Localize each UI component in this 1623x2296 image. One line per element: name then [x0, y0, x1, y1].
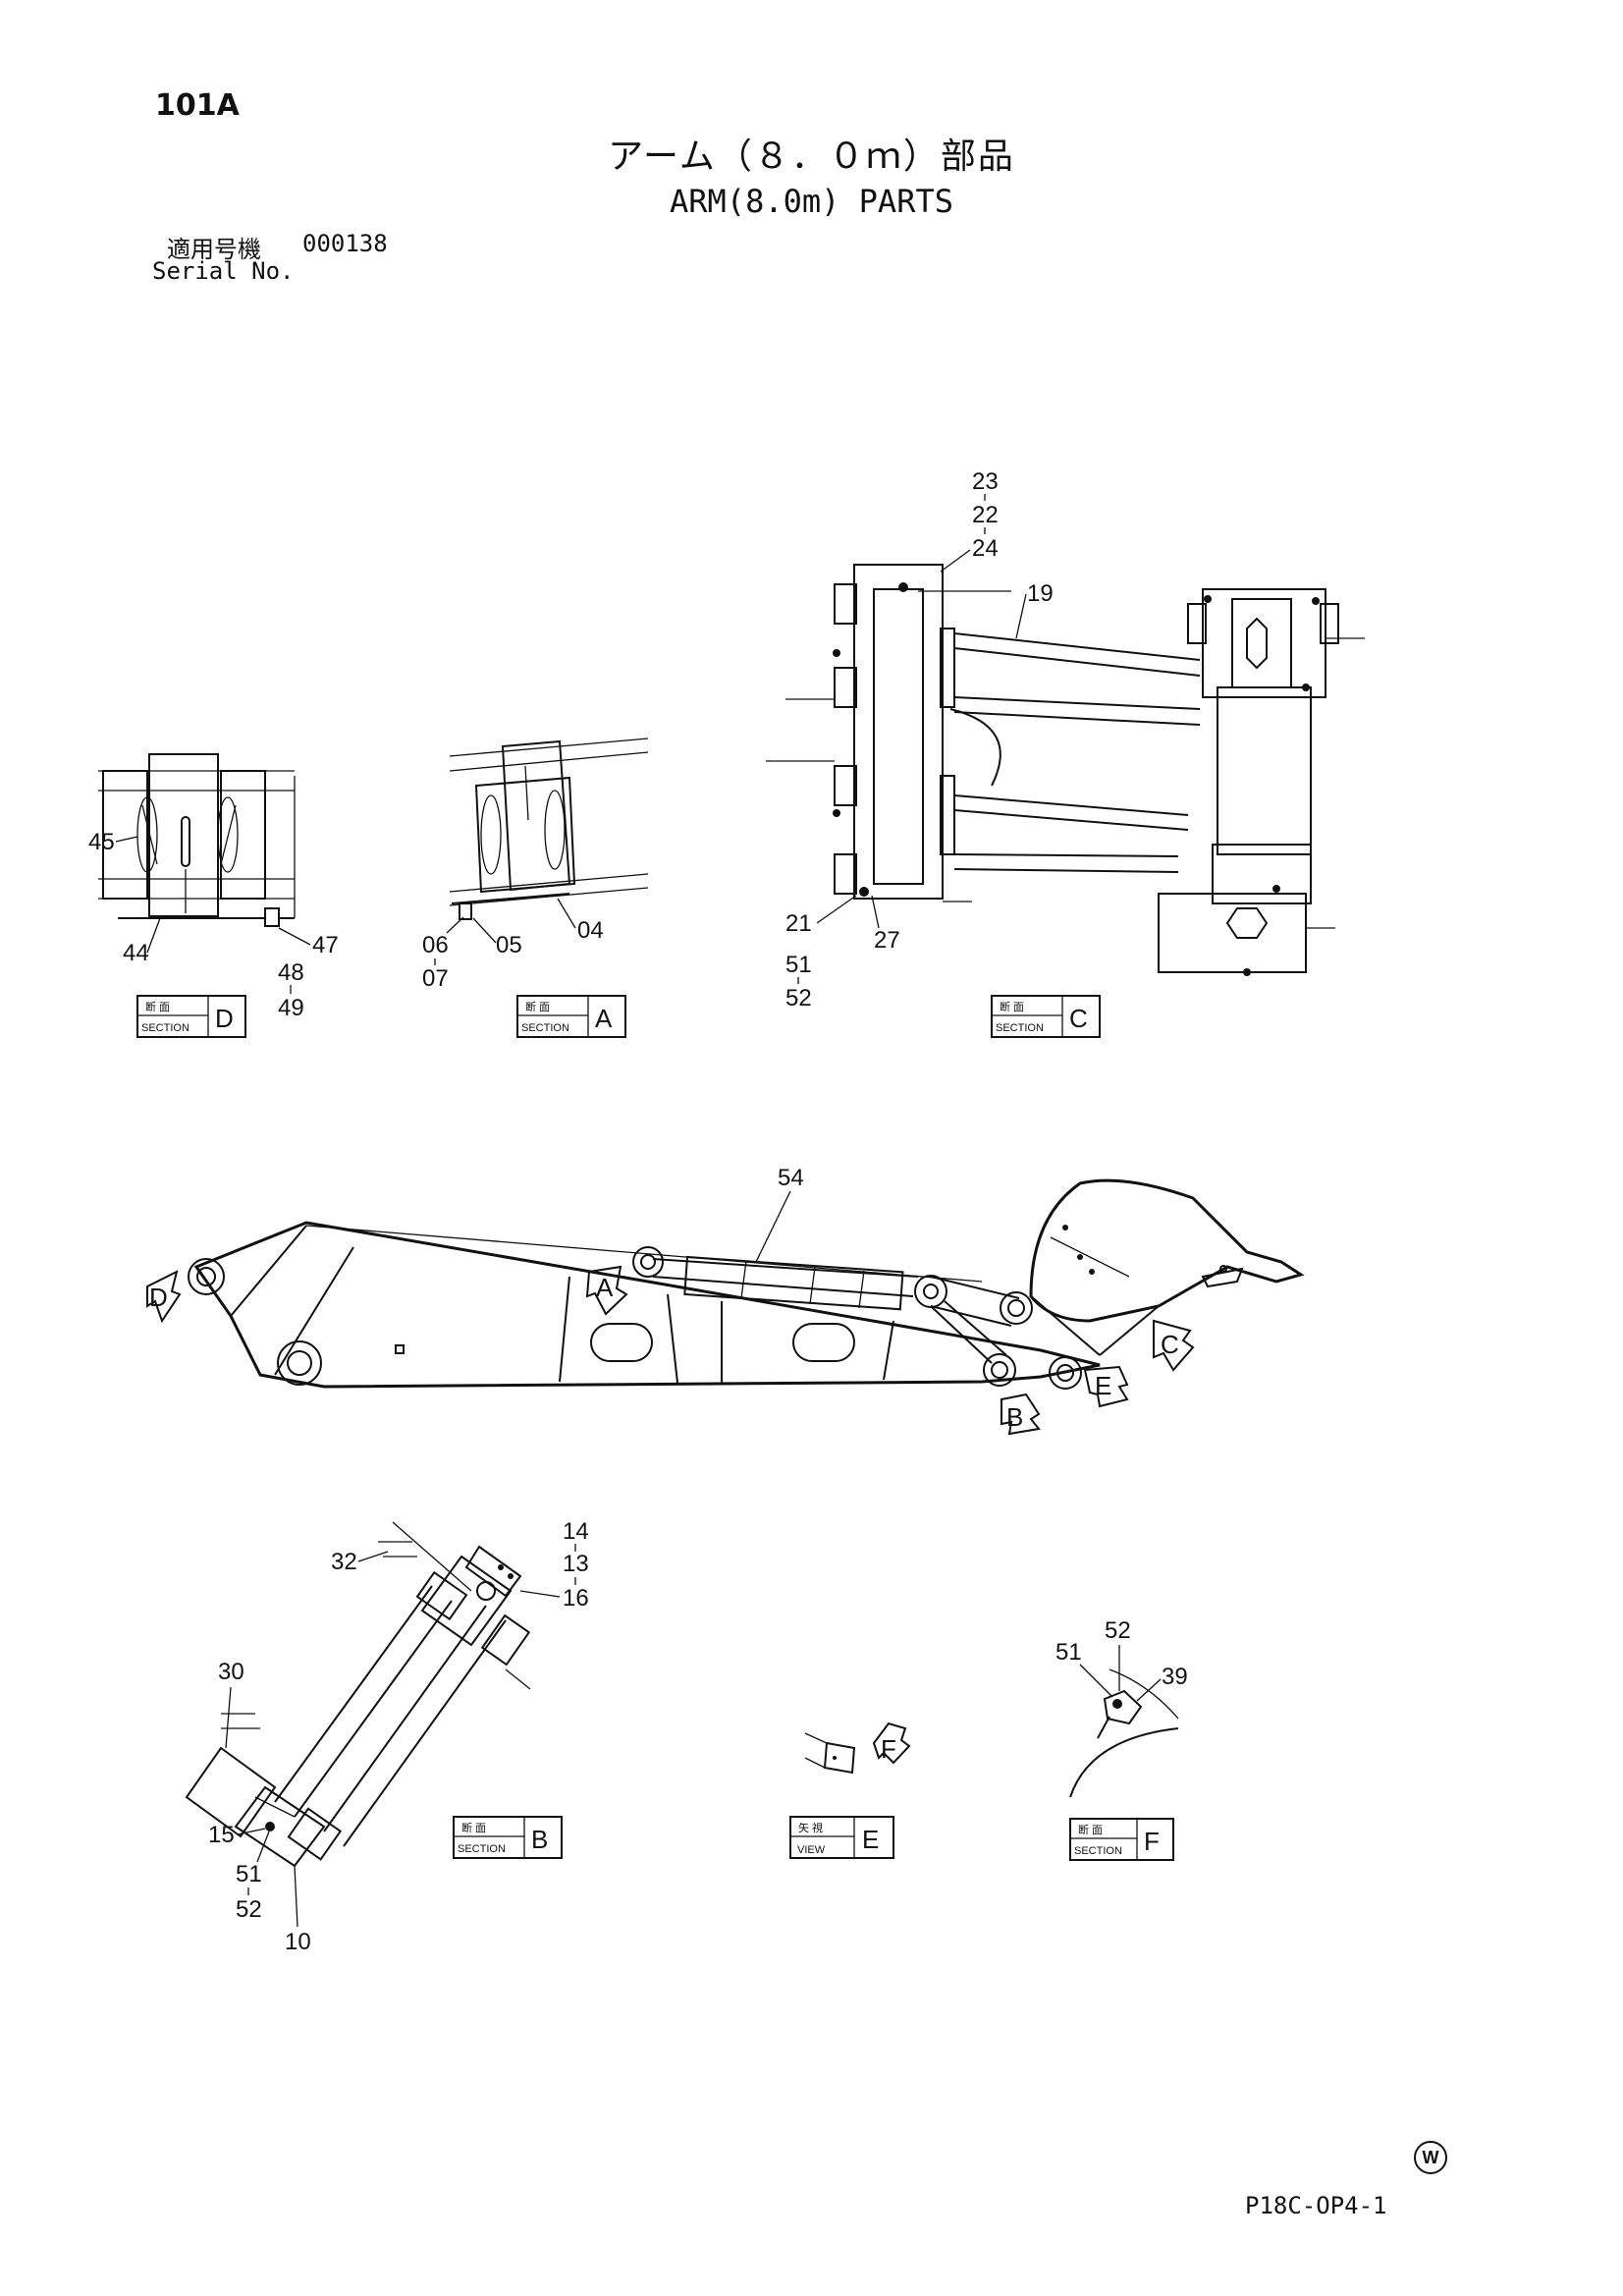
svg-text:断 面: 断 面	[1000, 1000, 1024, 1013]
section-b-callouts: 32 14 13 16 30 15 51 52 10	[208, 1518, 589, 1955]
callout-16: 16	[563, 1585, 589, 1612]
svg-text:SECTION: SECTION	[458, 1843, 506, 1855]
callout-06: 06	[422, 932, 449, 958]
callout-10: 10	[285, 1929, 311, 1955]
callout-24: 24	[972, 535, 999, 562]
view-e-tag: 矢 視 VIEW E	[789, 1816, 894, 1859]
main-view-callout: 54	[755, 1165, 804, 1263]
callout-51: 51	[236, 1861, 262, 1887]
page-footer-code: P18C-OP4-1	[1245, 2192, 1387, 2219]
arrow-b-letter: B	[1006, 1402, 1023, 1432]
callout-22: 22	[972, 502, 999, 528]
section-f-letter: F	[1144, 1827, 1160, 1856]
callout-13: 13	[563, 1551, 589, 1577]
svg-text:断 面: 断 面	[461, 1821, 486, 1834]
section-a-drawing	[449, 738, 649, 920]
svg-text:断 面: 断 面	[145, 1000, 170, 1013]
section-b-letter: B	[531, 1825, 548, 1854]
callout-39: 39	[1162, 1664, 1188, 1690]
svg-text:VIEW: VIEW	[797, 1844, 826, 1856]
section-d-tag: 断 面 SECTION D	[136, 995, 246, 1038]
callout-49: 49	[278, 995, 304, 1021]
callout-47: 47	[312, 932, 339, 958]
section-c-letter: C	[1069, 1004, 1088, 1033]
callout-15: 15	[208, 1822, 235, 1848]
section-a-callouts: 06 07 05 04	[422, 898, 604, 992]
arrow-e-letter: E	[1095, 1371, 1111, 1400]
callout-05: 05	[496, 932, 522, 958]
view-e-letter: E	[862, 1825, 879, 1854]
svg-text:SECTION: SECTION	[996, 1022, 1044, 1034]
callout-21: 21	[785, 910, 812, 937]
callout-52: 52	[1105, 1617, 1131, 1644]
callout-52: 52	[236, 1896, 262, 1923]
section-b-drawing	[185, 1521, 531, 1868]
section-f-tag: 断 面 SECTION F	[1069, 1818, 1174, 1861]
callout-27: 27	[874, 927, 900, 954]
callout-23: 23	[972, 468, 999, 495]
section-arrows: D A B E C	[146, 1265, 1195, 1436]
serial-label-english: Serial No.	[152, 257, 295, 285]
svg-text:SECTION: SECTION	[141, 1022, 189, 1034]
callout-52: 52	[785, 985, 812, 1011]
section-f-drawing	[1069, 1668, 1179, 1798]
arrow-c-letter: C	[1161, 1330, 1179, 1359]
arm-main-view	[188, 1178, 1305, 1390]
section-c-callouts: 23 22 24 19 21 51 52 27	[785, 468, 1054, 1011]
callout-30: 30	[218, 1659, 244, 1685]
page-code: 101A	[155, 88, 240, 123]
callout-04: 04	[577, 917, 604, 944]
callout-44: 44	[123, 940, 149, 966]
arrow-f-letter: F	[881, 1734, 896, 1764]
section-f-callouts: 51 52 39	[1055, 1617, 1188, 1702]
svg-text:SECTION: SECTION	[521, 1022, 569, 1034]
section-a-tag: 断 面 SECTION A	[516, 995, 626, 1038]
section-c-tag: 断 面 SECTION C	[991, 995, 1101, 1038]
view-e-drawing: F	[804, 1722, 911, 1775]
callout-51: 51	[1055, 1639, 1082, 1666]
callout-32: 32	[331, 1549, 357, 1575]
svg-text:SECTION: SECTION	[1074, 1845, 1122, 1857]
title-english: ARM(8.0m) PARTS	[670, 183, 953, 220]
w-circle-mark: W	[1414, 2141, 1447, 2174]
section-d-callouts: 45 44 47 48 49	[88, 829, 339, 1021]
callout-54: 54	[778, 1165, 804, 1191]
svg-text:矢 視: 矢 視	[798, 1821, 823, 1834]
serial-label-japanese: 適用号機	[167, 236, 261, 263]
section-c-drawing	[766, 564, 1365, 976]
arrow-d-letter: D	[149, 1283, 168, 1312]
svg-text:断 面: 断 面	[525, 1000, 550, 1013]
callout-07: 07	[422, 965, 449, 992]
section-b-tag: 断 面 SECTION B	[453, 1816, 563, 1859]
callout-45: 45	[88, 829, 115, 855]
callout-14: 14	[563, 1518, 589, 1545]
section-a-letter: A	[595, 1004, 613, 1033]
svg-text:断 面: 断 面	[1078, 1823, 1103, 1836]
section-d-drawing	[98, 753, 296, 927]
title-japanese: アーム（８．０ｍ）部品	[608, 137, 1015, 177]
section-d-letter: D	[215, 1004, 234, 1033]
callout-19: 19	[1027, 580, 1054, 607]
callout-51: 51	[785, 952, 812, 978]
arrow-a-letter: A	[596, 1273, 614, 1302]
serial-number-value: 000138	[302, 230, 388, 257]
callout-48: 48	[278, 959, 304, 986]
